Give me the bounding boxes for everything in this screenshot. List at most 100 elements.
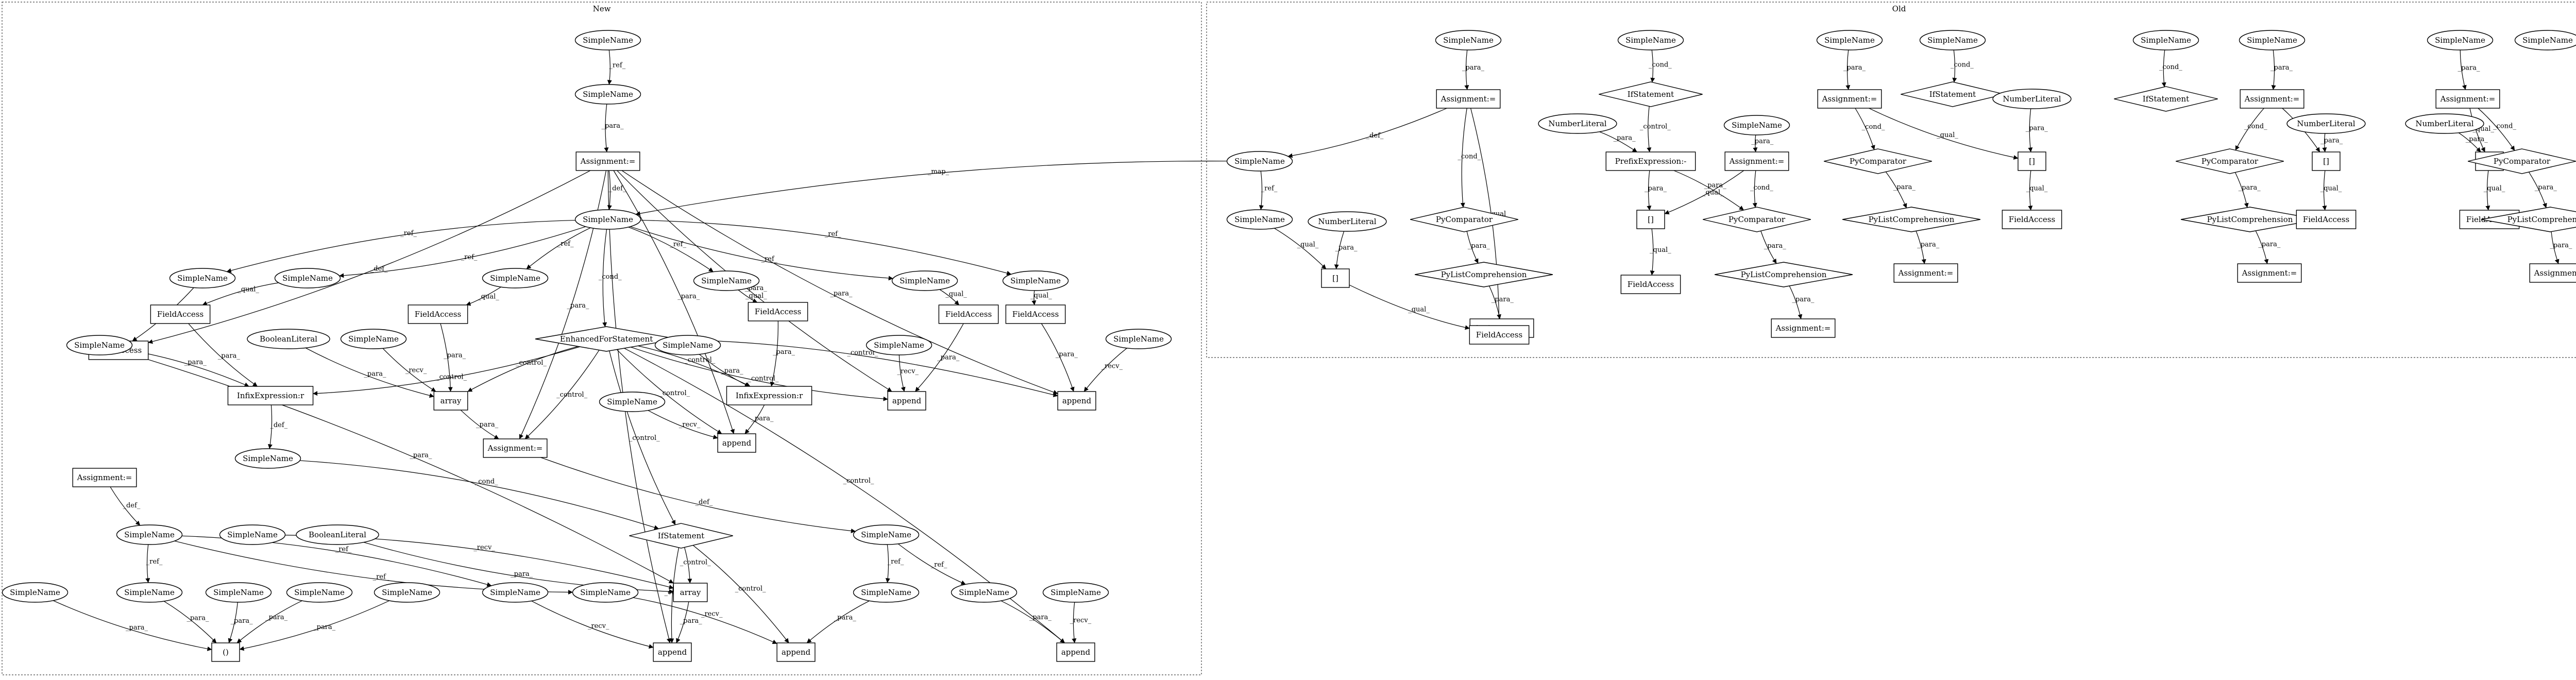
node-fieldaccess[interactable]: FieldAccess	[2296, 210, 2357, 229]
node-simplename[interactable]: SimpleName	[2239, 30, 2306, 50]
node-simplename[interactable]: SimpleName	[234, 448, 301, 469]
node-pycomparator[interactable]: PyComparator	[1410, 207, 1518, 232]
node-simplename[interactable]: SimpleName	[1226, 209, 1293, 230]
node-numberliteral[interactable]: NumberLiteral	[2405, 113, 2484, 134]
node-node[interactable]: ()	[211, 642, 240, 662]
node-simplename[interactable]: SimpleName	[2, 582, 69, 603]
node-infixexpressionr[interactable]: InfixExpression:r	[726, 386, 812, 405]
node-numberliteral[interactable]: NumberLiteral	[2286, 113, 2366, 134]
node-ifstatement[interactable]: IfStatement	[1901, 81, 2005, 107]
node-booleanliteral[interactable]: BooleanLiteral	[247, 329, 330, 349]
node-assignment[interactable]: Assignment:=	[2240, 89, 2304, 109]
node-simplename[interactable]: SimpleName	[2514, 30, 2576, 50]
node-simplename[interactable]: SimpleName	[574, 30, 641, 50]
node-enhancedforstatement[interactable]: EnhancedForStatement	[535, 326, 678, 352]
node-assignment[interactable]: Assignment:=	[2435, 89, 2500, 109]
node-booleanliteral[interactable]: BooleanLiteral	[296, 524, 379, 545]
node-pycomparator[interactable]: PyComparator	[1703, 207, 1811, 232]
node-ifstatement[interactable]: IfStatement	[1599, 81, 1703, 107]
node-fieldaccess[interactable]: FieldAccess	[938, 304, 999, 324]
node-simplename[interactable]: SimpleName	[116, 524, 183, 545]
node-simplename[interactable]: SimpleName	[891, 270, 958, 291]
node-simplename[interactable]: SimpleName	[1002, 270, 1069, 291]
node-simplename[interactable]: SimpleName	[66, 335, 133, 355]
node-ifstatement[interactable]: IfStatement	[629, 523, 733, 549]
node-simplename[interactable]: SimpleName	[853, 582, 920, 603]
node-fieldaccess[interactable]: FieldAccess	[2002, 210, 2062, 229]
node-append[interactable]: append	[653, 642, 692, 662]
node-assignment[interactable]: Assignment:=	[1436, 89, 1501, 109]
node-simplename[interactable]: SimpleName	[116, 582, 183, 603]
node-numberliteral[interactable]: NumberLiteral	[1538, 113, 1617, 134]
node-simplename[interactable]: SimpleName	[574, 209, 641, 230]
node-assignment[interactable]: Assignment:=	[2529, 263, 2576, 283]
node-assignment[interactable]: Assignment:=	[1817, 89, 1882, 109]
node-pycomparator[interactable]: PyComparator	[2176, 148, 2284, 174]
node-simplename[interactable]: SimpleName	[572, 582, 639, 603]
node-simplename[interactable]: SimpleName	[274, 268, 341, 288]
node-simplename[interactable]: SimpleName	[205, 582, 272, 603]
node-simplename[interactable]: SimpleName	[599, 392, 666, 412]
node-pylistcomprehension[interactable]: PyListComprehension	[1842, 207, 1980, 232]
node-assignment[interactable]: Assignment:=	[1771, 318, 1836, 338]
node-assignment[interactable]: Assignment:=	[575, 151, 640, 171]
node-infixexpressionr[interactable]: InfixExpression:r	[227, 386, 314, 405]
node-simplename[interactable]: SimpleName	[951, 582, 1018, 603]
node-simplename[interactable]: SimpleName	[1226, 151, 1293, 172]
node-array[interactable]: array	[673, 583, 708, 602]
node-simplename[interactable]: SimpleName	[1105, 329, 1172, 349]
node-numberliteral[interactable]: NumberLiteral	[1308, 211, 1387, 232]
node-node[interactable]: []	[1636, 210, 1665, 229]
node-simplename[interactable]: SimpleName	[1919, 30, 1986, 50]
node-assignment[interactable]: Assignment:=	[2237, 263, 2302, 283]
node-node[interactable]: []	[2018, 151, 2046, 171]
node-pylistcomprehension[interactable]: PyListComprehension	[2481, 207, 2576, 232]
node-simplename[interactable]: SimpleName	[340, 329, 407, 349]
node-simplename[interactable]: SimpleName	[482, 582, 549, 603]
node-assignment[interactable]: Assignment:=	[1724, 151, 1789, 171]
nodes-layer: SimpleNameSimpleNameAssignment:=SimpleNa…	[2, 30, 2576, 662]
node-simplename[interactable]: SimpleName	[169, 268, 236, 288]
node-fieldaccess[interactable]: FieldAccess	[1469, 325, 1530, 345]
node-simplename[interactable]: SimpleName	[2132, 30, 2199, 50]
node-simplename[interactable]: SimpleName	[866, 335, 933, 355]
node-ifstatement[interactable]: IfStatement	[2114, 86, 2218, 112]
node-simplename[interactable]: SimpleName	[1435, 30, 1502, 50]
node-simplename[interactable]: SimpleName	[1723, 115, 1790, 135]
node-append[interactable]: append	[776, 642, 816, 662]
node-append[interactable]: append	[717, 433, 756, 453]
node-simplename[interactable]: SimpleName	[853, 524, 920, 545]
node-simplename[interactable]: SimpleName	[1617, 30, 1684, 50]
node-simplename[interactable]: SimpleName	[574, 84, 641, 105]
node-fieldaccess[interactable]: FieldAccess	[408, 304, 468, 324]
node-simplename[interactable]: SimpleName	[2427, 30, 2494, 50]
node-fieldaccess[interactable]: FieldAccess	[1620, 275, 1681, 294]
node-assignment[interactable]: Assignment:=	[483, 438, 548, 458]
node-node[interactable]: []	[1321, 268, 1350, 288]
node-simplename[interactable]: SimpleName	[1042, 582, 1109, 603]
node-simplename[interactable]: SimpleName	[693, 270, 760, 291]
node-simplename[interactable]: SimpleName	[286, 582, 353, 603]
node-pylistcomprehension[interactable]: PyListComprehension	[1415, 262, 1553, 287]
node-node[interactable]: []	[2312, 151, 2341, 171]
node-simplename[interactable]: SimpleName	[482, 268, 549, 288]
node-append[interactable]: append	[1057, 391, 1096, 411]
node-append[interactable]: append	[1056, 642, 1095, 662]
node-pylistcomprehension[interactable]: PyListComprehension	[1715, 262, 1853, 287]
node-simplename[interactable]: SimpleName	[219, 524, 286, 545]
node-fieldaccess[interactable]: FieldAccess	[1005, 304, 1066, 324]
node-pycomparator[interactable]: PyComparator	[1824, 148, 1932, 174]
node-simplename[interactable]: SimpleName	[1816, 30, 1883, 50]
node-pylistcomprehension[interactable]: PyListComprehension	[2181, 207, 2319, 232]
node-simplename[interactable]: SimpleName	[374, 582, 440, 603]
node-pycomparator[interactable]: PyComparator	[2468, 148, 2576, 174]
node-assignment[interactable]: Assignment:=	[1893, 263, 1958, 283]
node-array[interactable]: array	[433, 391, 468, 411]
node-simplename[interactable]: SimpleName	[654, 335, 721, 355]
node-fieldaccess[interactable]: FieldAccess	[150, 304, 211, 324]
node-append[interactable]: append	[887, 391, 926, 411]
node-fieldaccess[interactable]: FieldAccess	[748, 302, 808, 321]
node-numberliteral[interactable]: NumberLiteral	[1992, 89, 2072, 109]
node-prefixexpression[interactable]: PrefixExpression:-	[1605, 151, 1696, 171]
node-assignment[interactable]: Assignment:=	[72, 468, 137, 487]
